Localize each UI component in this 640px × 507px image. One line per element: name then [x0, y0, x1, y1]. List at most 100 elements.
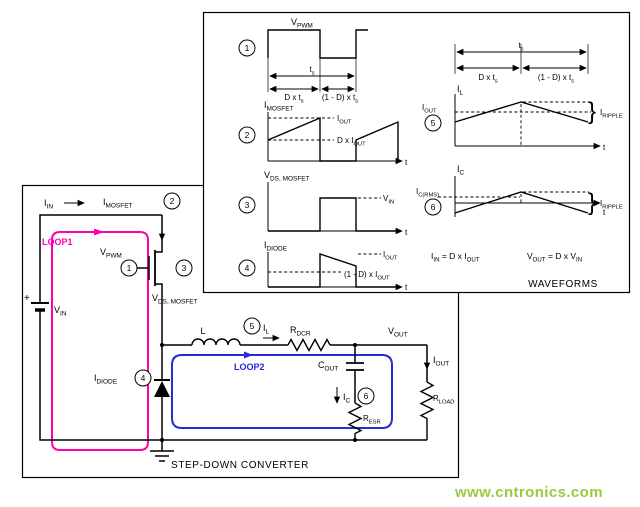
- waveform-vpwm: VPWM ts D x ts (1 - D) x ts: [267, 17, 368, 104]
- resr-zigzag: [347, 402, 363, 440]
- inductor: L IL: [191, 323, 280, 346]
- callout-circle: [120, 259, 138, 277]
- callout-5-converter: 5: [243, 317, 261, 335]
- waveform-vds: VDS, MOSFET t VIN: [264, 170, 408, 237]
- il-wave-label: IL: [457, 84, 464, 96]
- imosfet-sawtooth-wave: [267, 116, 399, 162]
- callout-number: 4: [245, 263, 250, 273]
- rload-zigzag: [419, 381, 435, 440]
- iin-label: IIN: [44, 198, 53, 210]
- waveform-imosfet: IMOSFET t IOUT D x IOUT: [264, 100, 408, 167]
- callout-number: 6: [364, 391, 369, 401]
- idiode-wave: [268, 253, 398, 288]
- callout-6-converter: 6: [357, 387, 375, 405]
- imosfet-wave-label: IMOSFET: [264, 100, 294, 112]
- watermark-text: www.cntronics.com: [454, 484, 603, 501]
- icrms-label: IC(RMS): [416, 187, 439, 198]
- vpwm-wave-label: VPWM: [291, 17, 313, 29]
- equations: IIN = D x IOUT VOUT = D x VIN: [431, 251, 582, 263]
- vds-wave-label: VDS, MOSFET: [264, 170, 310, 182]
- rdcr-label: RDCR: [290, 325, 311, 337]
- omd-ts-dim-label: (1 - D) x ts: [322, 93, 358, 104]
- callout-3-waveforms: 3: [238, 196, 256, 214]
- callout-6-waveforms: 6: [424, 198, 442, 216]
- callout-1-waveforms: 1: [238, 39, 256, 57]
- vpwm-label: VPWM: [100, 247, 122, 259]
- il-triangle-wave: [454, 101, 589, 123]
- ground-symbol: [150, 440, 174, 462]
- battery-plus-sign: +: [24, 293, 30, 304]
- converter-panel-title: STEP-DOWN CONVERTER: [171, 460, 309, 471]
- omd-iout-level-label: (1 - D) x IOUT: [344, 270, 390, 281]
- iout-average-label: IOUT: [422, 103, 437, 114]
- junction-dot: [353, 343, 357, 347]
- callout-5-waveforms: 5: [424, 114, 442, 132]
- t-axis-label: t: [405, 283, 408, 292]
- load-branch: IOUT RLOAD VOUT: [388, 326, 454, 440]
- callout-4-converter: 4: [134, 369, 152, 387]
- waveforms-panel-title: WAVEFORMS: [528, 279, 598, 290]
- rload-label: RLOAD: [433, 394, 454, 405]
- callout-circle: [134, 369, 152, 387]
- vout-label: VOUT: [388, 326, 408, 338]
- waveform-ic: IC t IC(RMS) } IRIPPLE: [416, 164, 623, 217]
- vin-level-label: VIN: [383, 194, 394, 205]
- callout-number: 2: [245, 130, 250, 140]
- callout-number: 3: [245, 200, 250, 210]
- ic-label: IC: [343, 392, 351, 404]
- callout-number: 3: [182, 263, 187, 273]
- inductor-coils: [191, 338, 241, 346]
- loop1-arrowhead: [94, 228, 104, 236]
- callout-number: 1: [127, 263, 132, 273]
- resr-label: RESR: [363, 414, 381, 425]
- iin-equation: IIN = D x IOUT: [431, 251, 480, 263]
- ripple-brace: }: [588, 189, 596, 216]
- callout-number: 5: [431, 118, 436, 128]
- callout-number: 6: [431, 202, 436, 212]
- callout-circle: [243, 317, 261, 335]
- bottom-return-wire: [39, 310, 427, 441]
- d-ts-dim-label: D x ts: [284, 93, 303, 104]
- loop1-outline: [51, 231, 149, 451]
- d-ts-dim-label: D x ts: [478, 73, 497, 84]
- vds-mosfet-label: VDS, MOSFET: [152, 293, 198, 305]
- loop2-outline: [171, 354, 393, 429]
- iout-level-label: IOUT: [383, 250, 398, 261]
- battery-vin: + VIN: [24, 293, 67, 317]
- waveform-il: ts D x ts (1 - D) x ts IL t IOUT } IRIPP…: [422, 41, 623, 152]
- freewheel-diode: IDIODE: [94, 373, 170, 397]
- callout-circle: [238, 126, 256, 144]
- vout-equation: VOUT = D x VIN: [527, 251, 582, 263]
- callout-circle: [238, 196, 256, 214]
- callout-1-converter: 1: [120, 259, 138, 277]
- waveforms-box: [202, 11, 631, 294]
- t-axis-label: t: [405, 158, 408, 167]
- mosfet-symbol: VPWM VDS, MOSFET: [100, 247, 198, 305]
- ic-wave-label: IC: [457, 164, 465, 176]
- loop1-label: LOOP1: [42, 237, 73, 247]
- callout-circle: [424, 198, 442, 216]
- omd-ts-dim-label: (1 - D) x ts: [538, 73, 574, 84]
- ic-triangle-wave: [454, 191, 589, 214]
- t-axis-label: t: [405, 228, 408, 237]
- callout-number: 1: [245, 43, 250, 53]
- d-iout-level-label: D x IOUT: [337, 136, 366, 147]
- callout-circle: [238, 39, 256, 57]
- mosfet-source-wire: [155, 283, 163, 345]
- output-cap-branch: COUT IC RESR: [318, 360, 381, 440]
- input-current-labels: IIN IMOSFET: [44, 197, 166, 241]
- callout-circle: [238, 259, 256, 277]
- rdcr-resistor: RDCR: [287, 325, 331, 352]
- t-axis-label: t: [603, 143, 606, 152]
- callout-circle: [163, 192, 181, 210]
- waveforms-panel: VPWM ts D x ts (1 - D) x ts IMOSFET t IO…: [202, 11, 631, 294]
- idiode-wave-label: IDIODE: [264, 240, 288, 252]
- loop2-path: LOOP2: [171, 351, 393, 429]
- callout-2-converter: 2: [163, 192, 181, 210]
- waveform-idiode: IDIODE t IOUT (1 - D) x IOUT: [264, 240, 408, 292]
- iripple-label: IRIPPLE: [600, 199, 623, 210]
- il-label: IL: [263, 323, 270, 335]
- vds-square-wave: [268, 197, 398, 232]
